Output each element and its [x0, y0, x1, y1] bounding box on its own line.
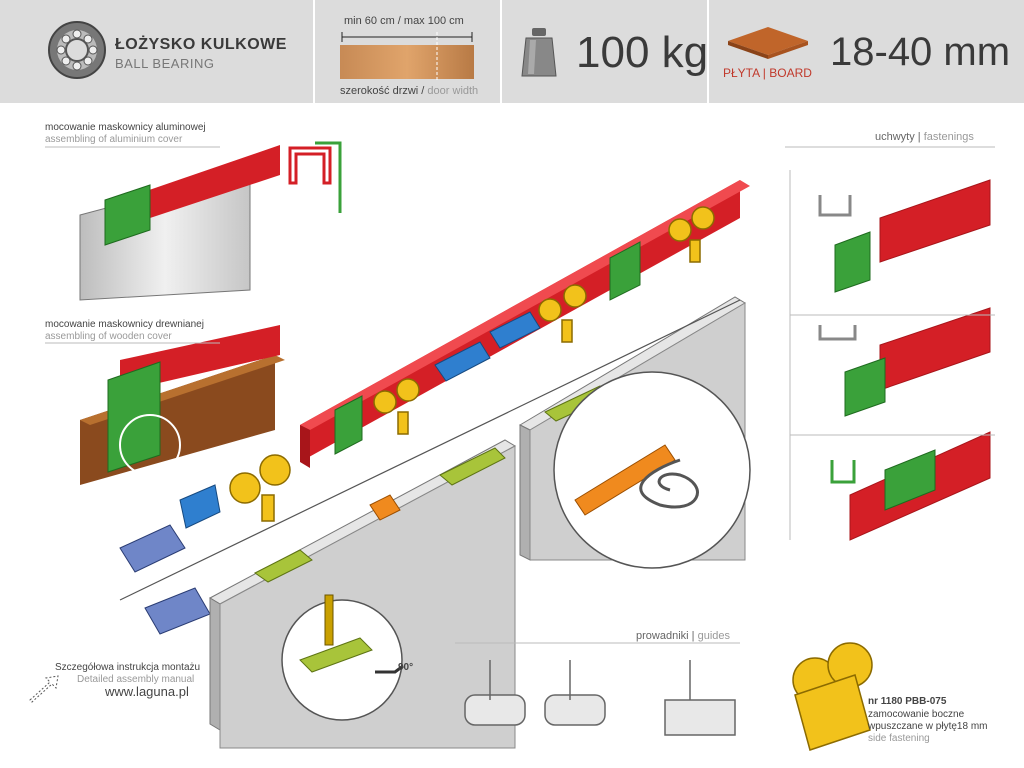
manual-url[interactable]: www.laguna.pl: [105, 684, 189, 699]
guides-label-pl: prowadniki: [636, 630, 689, 642]
width-range: min 60 cm / max 100 cm: [344, 15, 464, 27]
width-label-pl: szerokość drzwi: [340, 85, 419, 97]
weight-icon: [521, 28, 557, 77]
width-label-en: door width: [427, 85, 479, 97]
product-line1: zamocowanie boczne: [868, 709, 965, 720]
header-divider: [500, 0, 502, 103]
zoom-detail-spring: [553, 371, 751, 569]
floor-guides: [464, 660, 736, 736]
wooden-cover-detail: [80, 325, 285, 485]
wheel-carriage: [229, 454, 291, 522]
board-icon: [728, 27, 808, 59]
download-arrow-icon: [29, 675, 59, 703]
aluminium-cover-detail: [79, 141, 342, 301]
product-code: nr 1180 PBB-075: [868, 696, 947, 707]
aluminium-label-en: assembling of aluminium cover: [45, 134, 183, 145]
side-fastening-carriage: [792, 642, 873, 751]
angle-label: 90°: [398, 662, 414, 673]
thickness-value: 18-40 mm: [830, 30, 1011, 74]
weight-value: 100 kg: [576, 28, 709, 77]
product-line2: wpuszczane w płytę18 mm: [868, 721, 988, 732]
zoom-detail-plate: [281, 594, 404, 721]
guides-label: prowadniki | guides: [636, 630, 730, 642]
wooden-label-pl: mocowanie maskownicy drewnianej: [45, 319, 204, 330]
guide-wire: [119, 299, 741, 601]
header-divider: [707, 0, 709, 103]
stopper-blocks: [179, 311, 541, 529]
bearing-subtitle: BALL BEARING: [115, 56, 215, 71]
aluminium-label-pl: mocowanie maskownicy aluminowej: [45, 122, 206, 133]
manual-en: Detailed assembly manual: [77, 674, 195, 685]
manual-pl: Szczegółowa instrukcja montażu: [55, 662, 201, 673]
section-lines: [45, 146, 995, 644]
product-line3: side fastening: [868, 733, 930, 744]
fastenings-label: uchwyty | fastenings: [875, 131, 974, 143]
wooden-label-en: assembling of wooden cover: [45, 331, 172, 342]
mounting-plates: [119, 524, 211, 635]
fastenings-label-en: fastenings: [923, 131, 974, 143]
fastenings-label-pl: uchwyty: [875, 131, 915, 143]
door-width-icon: [340, 32, 474, 80]
width-label: szerokość drzwi / door width: [340, 85, 479, 97]
rail-bracket: [334, 241, 641, 455]
bearing-title: ŁOŻYSKO KULKOWE: [115, 36, 287, 53]
carriage-wheels: [373, 206, 715, 435]
header-divider: [313, 0, 315, 103]
board-label: PŁYTA | BOARD: [723, 66, 812, 80]
fastenings-rails: [818, 179, 991, 541]
header-bar: [0, 0, 1024, 103]
ball-bearing-icon: [48, 21, 106, 79]
guides-label-en: guides: [697, 630, 730, 642]
